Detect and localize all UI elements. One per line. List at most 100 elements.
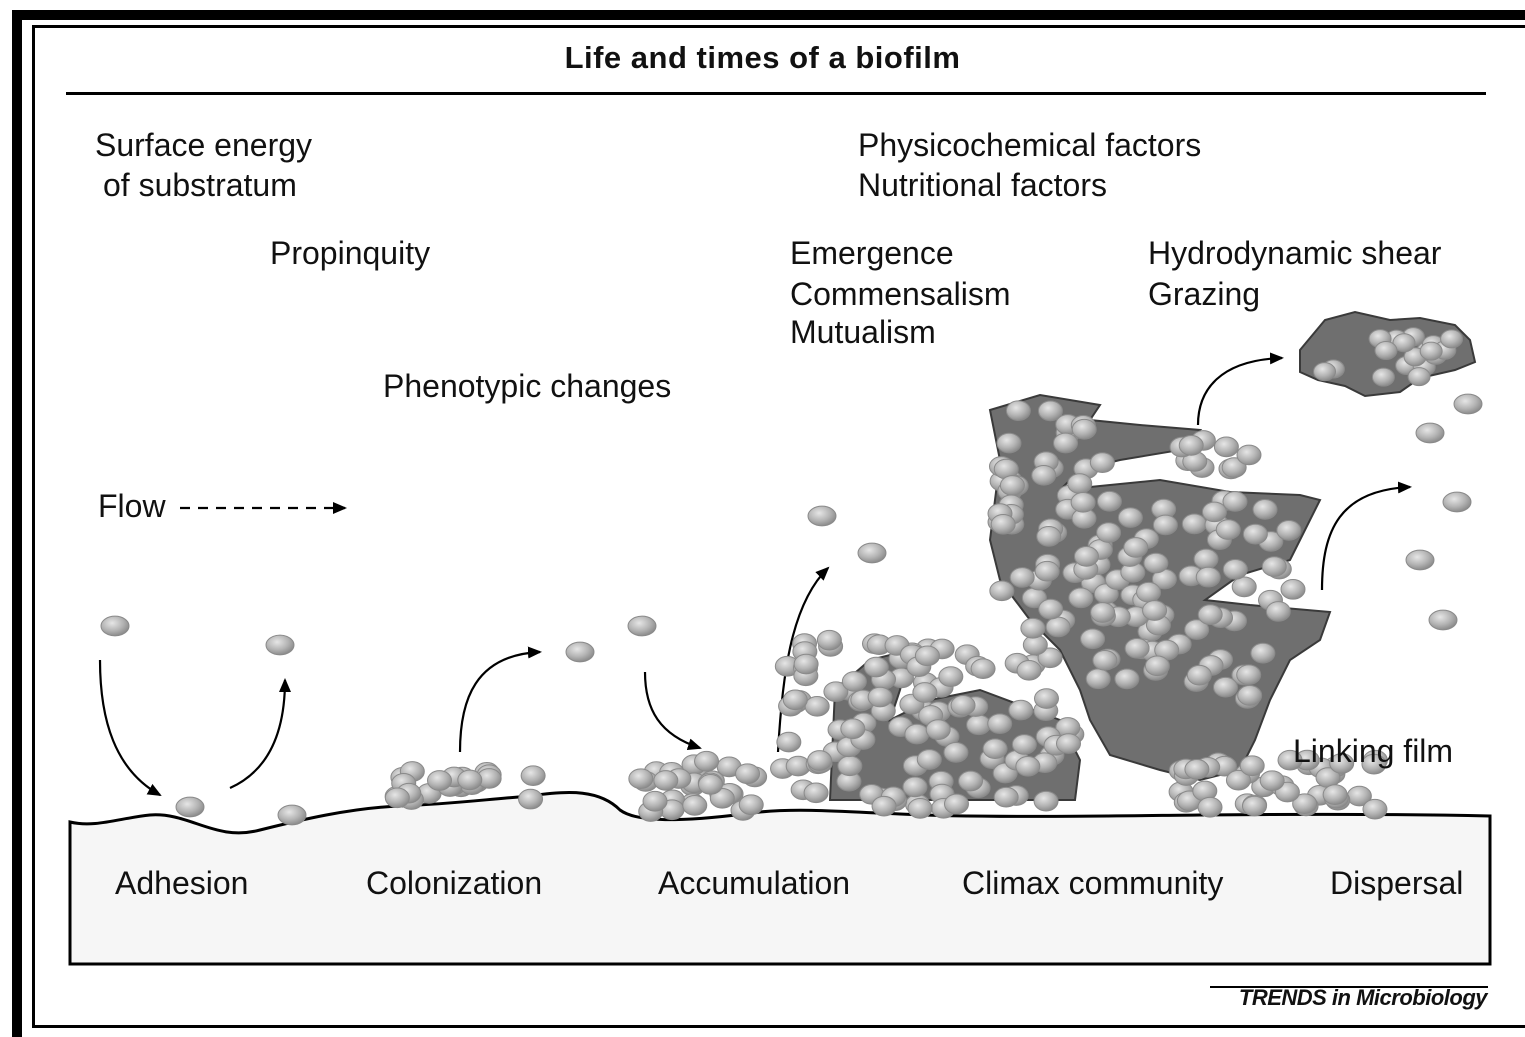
surface-energy-line1: Surface energy: [95, 125, 312, 165]
bacterial-cell: [1441, 330, 1463, 348]
propinquity-label: Propinquity: [270, 233, 430, 273]
bacterial-cell: [991, 514, 1015, 534]
bacterial-cell: [944, 794, 968, 814]
bacterial-cell: [266, 635, 294, 655]
bacterial-cell: [629, 769, 653, 789]
bacterial-cell: [1182, 514, 1206, 534]
bacterial-cell: [1216, 520, 1240, 540]
bacterial-cell: [783, 690, 807, 710]
bacterial-cell: [939, 667, 963, 687]
bacterial-cell: [1006, 401, 1030, 421]
bacterial-cell: [794, 654, 818, 674]
bacterial-cell: [1000, 476, 1024, 496]
bacterial-cell: [278, 805, 306, 825]
bacterial-cell: [1237, 665, 1261, 685]
bacterial-cell: [1375, 341, 1397, 359]
bacterial-cell: [913, 683, 937, 703]
bacterial-cell: [1069, 588, 1093, 608]
bacterial-cell: [990, 581, 1014, 601]
bacterial-cell: [1143, 601, 1167, 621]
adhesion-arrow-in: [100, 660, 160, 795]
bacterial-cell: [1243, 524, 1267, 544]
bacterial-cell: [1420, 342, 1442, 360]
bacterial-cell: [983, 739, 1007, 759]
bacterial-cell: [695, 751, 719, 771]
bacterial-cell: [1017, 660, 1041, 680]
bacterial-cell: [1125, 638, 1149, 658]
bacterial-cell: [1198, 605, 1222, 625]
bacterial-cell: [1091, 603, 1115, 623]
bacterial-cell: [1194, 549, 1218, 569]
bacterial-cell: [872, 796, 896, 816]
bacterial-cell: [1039, 599, 1063, 619]
colonization-arrow-out: [460, 652, 540, 752]
stage-colonization: Colonization: [366, 862, 542, 904]
bacterial-cell: [868, 687, 892, 707]
bacterial-cell: [805, 697, 829, 717]
bacterial-cell: [903, 777, 927, 797]
bacterial-cell: [817, 630, 841, 650]
linking-film-label: Linking film: [1293, 731, 1453, 771]
dispersal-arrow-top: [1198, 358, 1282, 425]
bacterial-cell: [1232, 577, 1256, 597]
bacterial-cell: [1035, 561, 1059, 581]
bacterial-cell: [994, 787, 1018, 807]
bacterial-cell: [1021, 618, 1045, 638]
bacterial-cell: [915, 646, 939, 666]
bacterial-cell: [1214, 677, 1238, 697]
bacterial-cell: [842, 672, 866, 692]
bacterial-cell: [908, 799, 932, 819]
bacterial-cell: [698, 775, 722, 795]
bacterial-cell: [1429, 610, 1457, 630]
bacterial-cell: [1187, 665, 1211, 685]
bacterial-cell: [101, 616, 129, 636]
bacterial-cell: [1281, 580, 1305, 600]
bacterial-cell: [808, 506, 836, 526]
bacterial-cell: [458, 770, 482, 790]
bacterial-cell: [1137, 582, 1161, 602]
bacterial-cell: [1090, 453, 1114, 473]
bacterial-cell: [967, 715, 991, 735]
bacterial-cell: [1144, 553, 1168, 573]
bacterial-cell: [1443, 492, 1471, 512]
bacterial-cell: [1115, 669, 1139, 689]
commensalism-label: Commensalism: [790, 274, 1010, 314]
flow-label: Flow: [98, 486, 166, 526]
bacterial-cell: [997, 433, 1021, 453]
bacterial-cell: [838, 756, 862, 776]
bacterial-cell: [1416, 423, 1444, 443]
bacterial-cell: [1253, 500, 1277, 520]
bacterial-cell: [1323, 785, 1347, 805]
bacterial-cell: [736, 764, 760, 784]
bacterial-cell: [1097, 491, 1121, 511]
bacterial-cell: [1406, 550, 1434, 570]
bacterial-cell: [1009, 700, 1033, 720]
bacterial-cell: [858, 543, 886, 563]
bacterial-cell: [1081, 629, 1105, 649]
surface-energy-line2: of substratum: [95, 165, 312, 205]
phenotypic-label: Phenotypic changes: [383, 366, 671, 406]
bacterial-cell: [1118, 508, 1142, 528]
bacterial-cell: [628, 616, 656, 636]
bacterial-cell: [1202, 502, 1226, 522]
surface-energy-label: Surface energy of substratum: [95, 125, 312, 205]
bacterial-cell: [1198, 797, 1222, 817]
bacterial-cell: [385, 788, 409, 808]
bacterial-cell: [1262, 557, 1286, 577]
bacterial-cell: [1223, 492, 1247, 512]
bacterial-cell: [1145, 656, 1169, 676]
hydrodynamic-label: Hydrodynamic shear: [1148, 233, 1441, 273]
bacterial-cell: [959, 771, 983, 791]
bacterial-cell: [1068, 474, 1092, 494]
bacterial-cell: [1093, 650, 1117, 670]
stage-dispersal: Dispersal: [1330, 862, 1463, 904]
bacterial-cell: [683, 796, 707, 816]
bacterial-cell: [1056, 734, 1080, 754]
bacterial-cell: [1277, 521, 1301, 541]
bacterial-cell: [1238, 686, 1262, 706]
nutritional-label: Nutritional factors: [858, 165, 1107, 205]
bacterial-cell: [944, 743, 968, 763]
bacterial-cell: [1266, 602, 1290, 622]
bacterial-cell: [521, 766, 545, 786]
bacterial-cell: [1237, 445, 1261, 465]
